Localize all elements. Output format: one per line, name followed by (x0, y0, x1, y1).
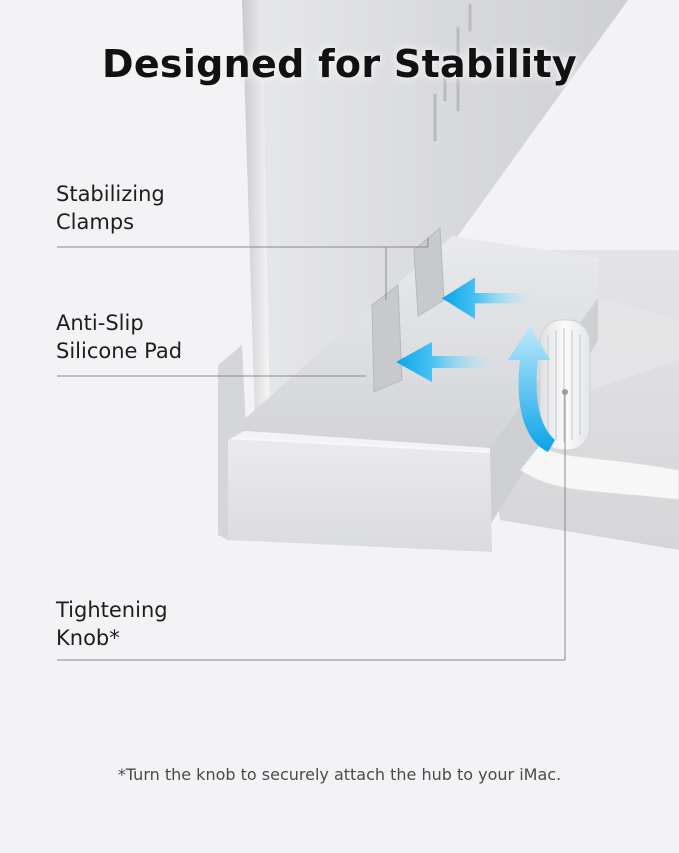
callout-tightening-knob: Tightening Knob* (56, 596, 168, 652)
knob-grip-ridges (547, 328, 581, 442)
usb-cable (519, 444, 679, 501)
imac-vents (433, 3, 472, 142)
footnote: *Turn the knob to securely attach the hu… (117, 765, 562, 784)
callout-stabilizing-clamps: Stabilizing Clamps (56, 180, 165, 236)
clamp-pad-back (413, 226, 445, 317)
callout-leader-lines (57, 238, 566, 661)
clamp-pad-front (371, 284, 403, 393)
push-arrow-lower (396, 342, 490, 382)
hub-clamp-lip (218, 345, 246, 540)
hub-top-surface (232, 236, 598, 448)
imac-edge (242, 0, 270, 420)
hub-front-face (228, 438, 492, 552)
callout-line-1: Tightening (56, 598, 168, 622)
hub-edge-highlight (227, 437, 491, 453)
callout-line-2: Clamps (56, 210, 135, 234)
imac-back-panel (242, 0, 628, 420)
callout-line-1: Anti-Slip (56, 311, 144, 335)
rotate-arrow (508, 326, 555, 452)
callout-line-1: Stabilizing (56, 182, 165, 206)
callout-anti-slip-pad: Anti-Slip Silicone Pad (56, 309, 182, 365)
page-title: Designed for Stability (101, 42, 577, 86)
callout-line-2: Knob* (56, 626, 120, 650)
push-arrow-upper (442, 277, 530, 319)
callout-line-2: Silicone Pad (56, 339, 183, 363)
